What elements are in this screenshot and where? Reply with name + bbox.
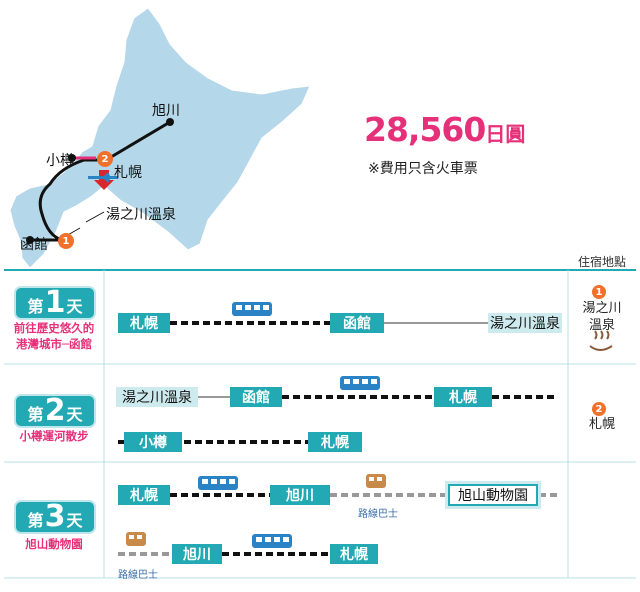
station-d1-hakodate: 函館 — [330, 313, 384, 333]
price-amount: 28,560 — [364, 110, 486, 149]
train-icon-d3a — [198, 476, 238, 490]
stay-header: 住宿地點 — [578, 255, 627, 269]
bus-icon-d3a — [366, 474, 386, 488]
station-d1-jozankei: 湯之川溫泉 — [488, 313, 562, 333]
map-marker-1: 1 — [58, 233, 74, 249]
day2-subtitle: 小樽運河散步 — [19, 429, 89, 443]
stay2-name: 札幌 — [588, 417, 615, 432]
station-d3-zoo: 旭山動物園 — [448, 484, 538, 506]
route-line — [30, 120, 171, 242]
day1-num: 1 — [44, 285, 66, 320]
map-label-hakodate: 函館 — [20, 237, 48, 253]
station-d2-sapporo: 札幌 — [434, 387, 492, 407]
map-label-jozankei: 湯之川溫泉 — [106, 207, 176, 223]
station-d3-asahikawa: 旭川 — [270, 485, 330, 505]
hokkaido-landmass — [9, 7, 311, 269]
map-label-asahikawa: 旭川 — [152, 103, 180, 119]
day3-num: 3 — [44, 499, 66, 534]
plane-icon — [88, 172, 118, 183]
day2-post: 天 — [66, 405, 83, 424]
price-unit: 日圓 — [485, 122, 526, 146]
day2-pre: 第 — [27, 405, 44, 424]
day3-post: 天 — [66, 511, 83, 530]
price-tag: 28,560日圓 — [364, 110, 525, 149]
day1-subtitle: 前往歷史悠久的 港灣城市─函館 — [13, 321, 95, 351]
station-dot-asahikawa — [166, 118, 174, 126]
station-dot-hakodate — [26, 236, 34, 244]
train-icon-d2 — [340, 376, 380, 390]
station-d3-sapporo-return: 札幌 — [330, 544, 378, 564]
station-dot-otaru — [68, 154, 76, 162]
station-d3-asahikawa-return: 旭川 — [172, 544, 222, 564]
price-note: ※費用只含火車票 — [368, 161, 478, 177]
map-label-otaru: 小樽 — [46, 153, 74, 169]
stay1-number: 1 — [592, 285, 606, 299]
bus-icon-d3b — [126, 532, 146, 546]
onsen-icon — [589, 330, 613, 351]
bus-label-1: 路線巴士 — [358, 509, 398, 520]
day1-pre: 第 — [27, 297, 44, 316]
map-label-sapporo: 札幌 — [114, 165, 142, 181]
station-d1-sapporo: 札幌 — [118, 313, 170, 333]
train-icon-d1 — [232, 302, 272, 316]
stay2-number: 2 — [592, 402, 606, 416]
hokkaido-map — [9, 7, 311, 269]
day3-subtitle: 旭山動物園 — [25, 537, 83, 551]
stay1-name: 湯之川 溫泉 — [582, 301, 622, 333]
bus-label-2: 路線巴士 — [118, 570, 158, 581]
station-d3-sapporo: 札幌 — [118, 485, 170, 505]
map-marker-2: 2 — [97, 151, 113, 167]
jozankei-leader — [85, 211, 105, 223]
day1-post: 天 — [66, 297, 83, 316]
train-icon-d3b — [252, 534, 292, 548]
station-d2-jozankei: 湯之川溫泉 — [116, 387, 198, 407]
station-d2-hakodate: 函館 — [230, 387, 282, 407]
day2-num: 2 — [44, 393, 66, 428]
day3-pre: 第 — [27, 511, 44, 530]
station-d2-otaru: 小樽 — [124, 432, 182, 452]
station-d2-sapporo-return: 札幌 — [308, 432, 362, 452]
